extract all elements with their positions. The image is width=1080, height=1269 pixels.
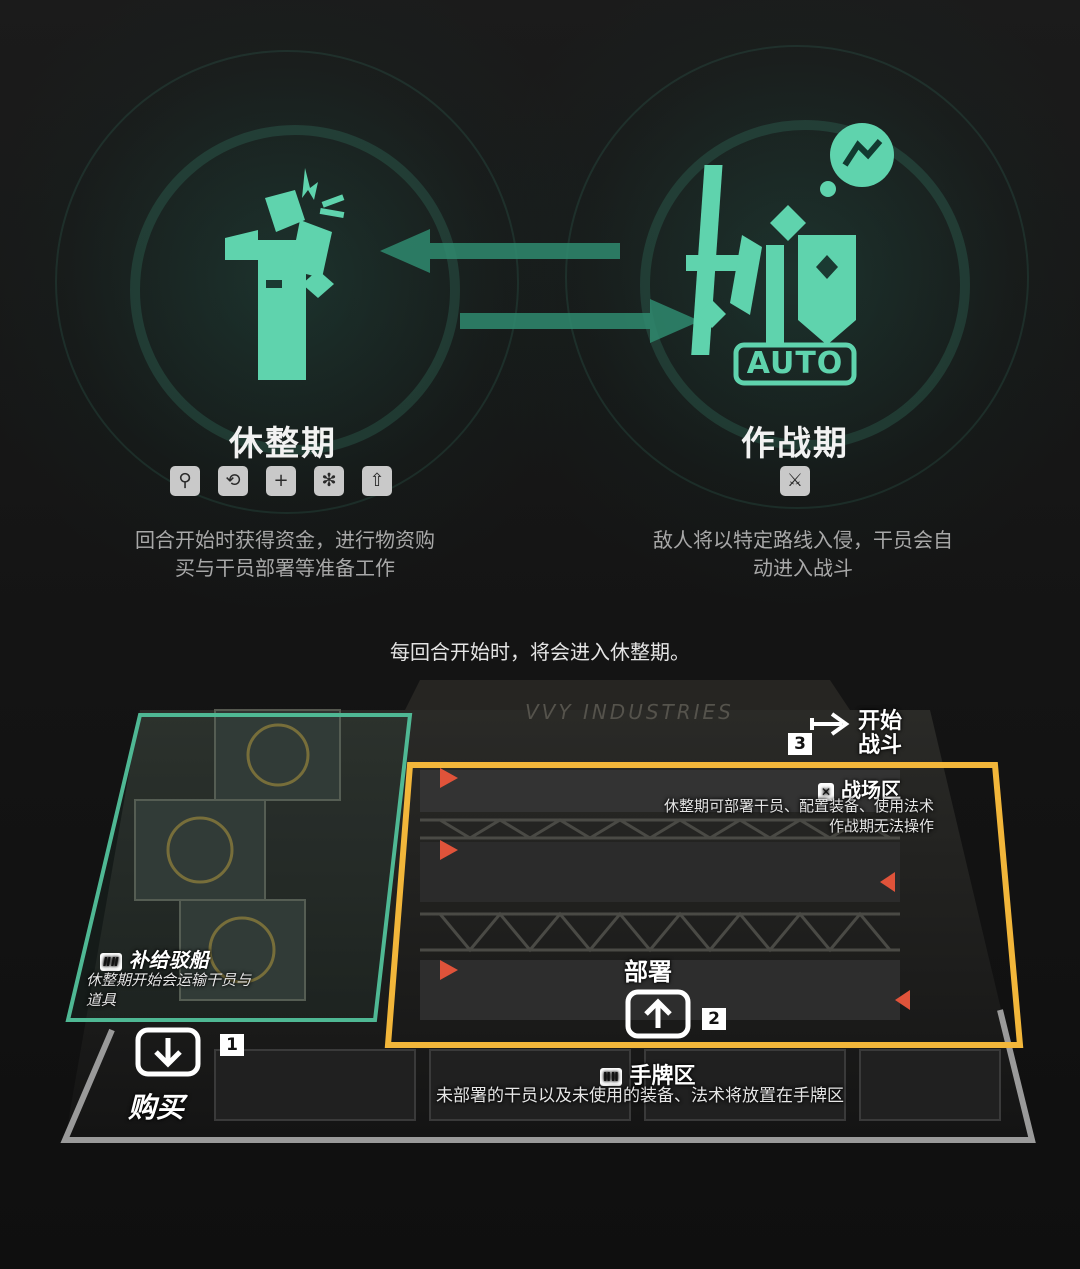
hand-area-heading: ⅡⅡ 手牌区 [600, 1058, 696, 1090]
start-battle-label: 开始 战斗 [858, 710, 902, 758]
battlefield-heading: ✕ 战场区 [818, 774, 901, 803]
rest-phase-description: 回合开始时获得资金，进行物资购 买与干员部署等准备工作 [90, 526, 480, 582]
battlefield-description: 休整期可部署干员、配置装备、使用法术 作战期无法操作 [600, 796, 934, 836]
industries-text: VVY INDUSTRIES [525, 700, 734, 724]
supply-ship-desc-line2: 道具 [86, 991, 117, 1009]
deploy-label: 部署 [624, 958, 672, 986]
buy-number: 1 [220, 1034, 244, 1056]
crossed-swords-chip-icon: ✕ [818, 782, 835, 801]
battle-phase-desc-line2: 动进入战斗 [753, 556, 853, 580]
battle-phase-ring-inner [640, 120, 970, 450]
hand-chip-icon: ⅡⅡ [600, 1068, 622, 1086]
recruit-icon: ⚲ [170, 466, 200, 496]
rest-phase-ring-inner [130, 125, 460, 455]
start-battle-line1: 开始 [858, 709, 903, 734]
rest-phase-title: 休整期 [229, 424, 337, 464]
start-battle-number: 3 [788, 733, 812, 755]
supply-ship-desc-line1: 休整期开始会运输干员与 [86, 971, 252, 989]
refresh-icon: ⟲ [218, 466, 248, 496]
battle-phase-title: 作战期 [741, 424, 849, 464]
rest-phase-desc-line1: 回合开始时获得资金，进行物资购 [135, 528, 435, 552]
supply-ship-description: 休整期开始会运输干员与 道具 [86, 970, 326, 1010]
battlefield-desc-line2: 作战期无法操作 [828, 817, 934, 835]
game-board [60, 680, 1036, 1143]
deploy-number: 2 [702, 1008, 726, 1030]
round-start-note: 每回合开始时，将会进入休整期。 [390, 640, 690, 664]
export-icon: ⇧ [362, 466, 392, 496]
supply-ship-heading: ⅡⅡ 补给驳船 [100, 944, 209, 973]
phase-cycle-arrows [380, 229, 700, 343]
battlefield-desc-line1: 休整期可部署干员、配置装备、使用法术 [663, 797, 934, 815]
rest-phase-icon [225, 168, 345, 380]
battle-phase-description: 敌人将以特定路线入侵，干员会自 动进入战斗 [608, 526, 998, 582]
battle-phase-desc-line1: 敌人将以特定路线入侵，干员会自 [653, 528, 953, 552]
rest-phase-ring-outer [55, 50, 519, 514]
hand-area-description: 未部署的干员以及未使用的装备、法术将放置在手牌区 [436, 1086, 844, 1106]
hand-area-label: 手牌区 [629, 1064, 696, 1089]
battle-phase-ring-outer [565, 45, 1029, 509]
crossed-swords-icon: ⚔ [780, 466, 810, 496]
supply-ship-label: 补给驳船 [128, 948, 209, 972]
supply-chip-icon: ⅡⅡ [100, 952, 122, 971]
buy-label: 购买 [128, 1091, 185, 1124]
battle-phase-icon [686, 123, 894, 386]
battlefield-label: 战场区 [841, 778, 902, 802]
rest-phase-desc-line2: 买与干员部署等准备工作 [175, 556, 395, 580]
start-battle-line2: 战斗 [858, 733, 903, 758]
snowflake-icon: ✻ [314, 466, 344, 496]
auto-badge-label: AUTO [746, 346, 844, 381]
add-operator-icon: + [266, 466, 296, 496]
